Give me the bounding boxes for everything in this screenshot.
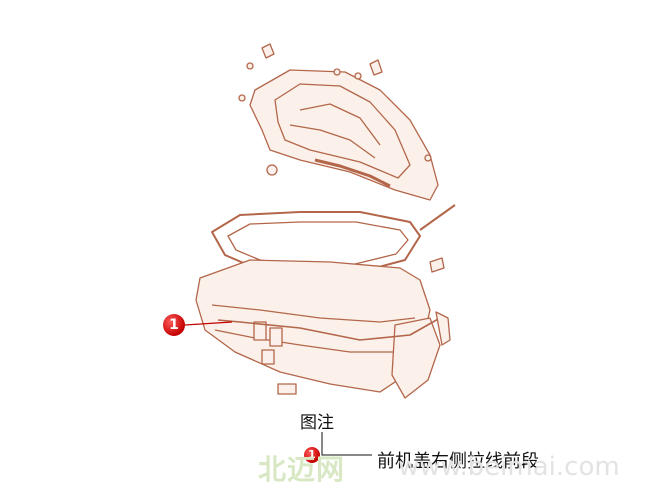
gas-strut-mount bbox=[429, 257, 445, 273]
legend-item-label: 前机盖右侧拉线前段 bbox=[377, 451, 539, 472]
hood-inner-rib-2 bbox=[289, 124, 376, 159]
hood-bolt bbox=[354, 72, 362, 80]
hood-hinge-right bbox=[369, 59, 383, 76]
hood-hinge-left bbox=[261, 43, 275, 59]
hood-latch-lower bbox=[261, 349, 275, 365]
hood-latch bbox=[269, 327, 283, 347]
hood-bumper bbox=[266, 164, 278, 176]
front-body-crossmember bbox=[211, 304, 416, 323]
hood-panel bbox=[249, 69, 439, 201]
front-body-lower bbox=[214, 329, 400, 353]
watermark-brand: 北迈网 bbox=[258, 453, 346, 486]
hood-bolt bbox=[424, 154, 432, 162]
hood-latch bbox=[253, 321, 267, 341]
hood-inner-frame bbox=[274, 83, 411, 179]
hood-release-cable bbox=[217, 317, 441, 341]
gas-strut bbox=[419, 204, 456, 231]
hood-bolt bbox=[333, 68, 341, 76]
tow-bracket bbox=[277, 383, 297, 395]
legend-badge-1: 1 bbox=[304, 447, 320, 463]
hood-inner-rib bbox=[299, 103, 381, 146]
legend-title: 图注 bbox=[300, 413, 334, 433]
legend-connector bbox=[321, 432, 372, 456]
callout-badge-1: 1 bbox=[163, 314, 185, 336]
watermark-url: www.beimai.com bbox=[398, 452, 620, 482]
engine-bay-seal-inner bbox=[227, 221, 409, 267]
hood-seal-strip bbox=[314, 158, 391, 188]
hood-bolt bbox=[238, 94, 246, 102]
release-handle bbox=[435, 311, 451, 346]
hood-bolt bbox=[246, 62, 254, 70]
callout-leader bbox=[184, 321, 233, 326]
right-fender bbox=[391, 317, 441, 399]
